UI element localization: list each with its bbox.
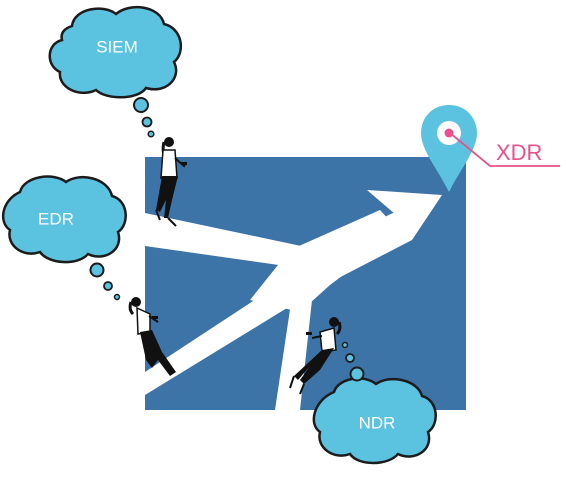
cloud-label-edr: EDR <box>38 209 74 228</box>
cloud-label-ndr: NDR <box>359 413 396 432</box>
xdr-label: XDR <box>496 140 542 165</box>
thought-cloud-edr: EDR <box>1 175 127 301</box>
cloud-label-siem: SIEM <box>96 37 138 56</box>
location-pin-icon <box>421 105 477 192</box>
thought-cloud-ndr: NDR <box>312 341 437 465</box>
person-figure <box>289 317 342 395</box>
thought-cloud-siem: SIEM <box>48 6 183 138</box>
xdr-leader-line <box>449 132 560 167</box>
converging-paths <box>145 190 442 410</box>
person-figure <box>128 297 176 376</box>
person-figure <box>155 137 187 227</box>
